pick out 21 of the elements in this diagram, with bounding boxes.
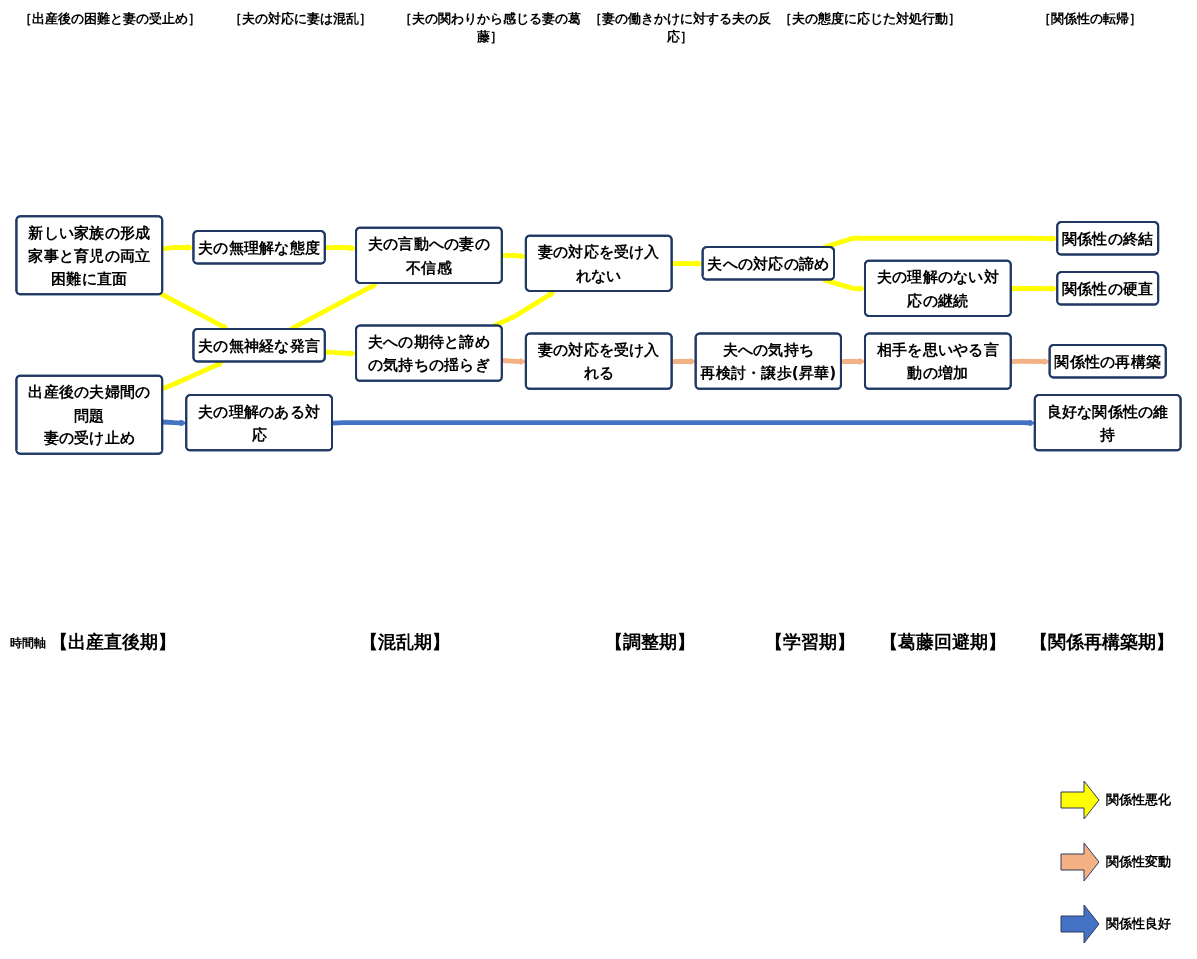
- phase-label: 【調整期】: [605, 630, 695, 654]
- column-heading: ［夫の対応に妻は混乱］: [227, 10, 373, 28]
- arrow: [822, 235, 1058, 250]
- arrow: [1011, 285, 1058, 293]
- legend-label: 関係性悪化: [1106, 791, 1171, 809]
- column-heading: ［妻の働きかけに対する夫の反応］: [588, 10, 772, 46]
- column-heading: ［関係性の転帰］: [1037, 10, 1143, 28]
- arrow: [325, 244, 357, 252]
- phase-label: 【学習期】: [765, 630, 855, 654]
- column-heading: ［夫の関わりから感じる妻の葛藤］: [398, 10, 582, 46]
- phase-label: 【葛藤回避期】: [880, 630, 1006, 654]
- column-heading: ［夫の態度に応じた対処行動］: [778, 10, 962, 28]
- arrow: [162, 419, 187, 427]
- arrow: [325, 349, 357, 357]
- phase-label: 【混乱期】: [360, 630, 450, 654]
- axis-title: 時間軸: [10, 635, 46, 652]
- legend-label: 関係性変動: [1106, 853, 1171, 871]
- legend-label: 関係性良好: [1106, 915, 1171, 933]
- phase-label: 【出産直後期】: [50, 630, 176, 654]
- column-heading: ［出産後の困難と妻の受止め］: [18, 10, 202, 28]
- phase-label: 【関係再構築期】: [1030, 630, 1174, 654]
